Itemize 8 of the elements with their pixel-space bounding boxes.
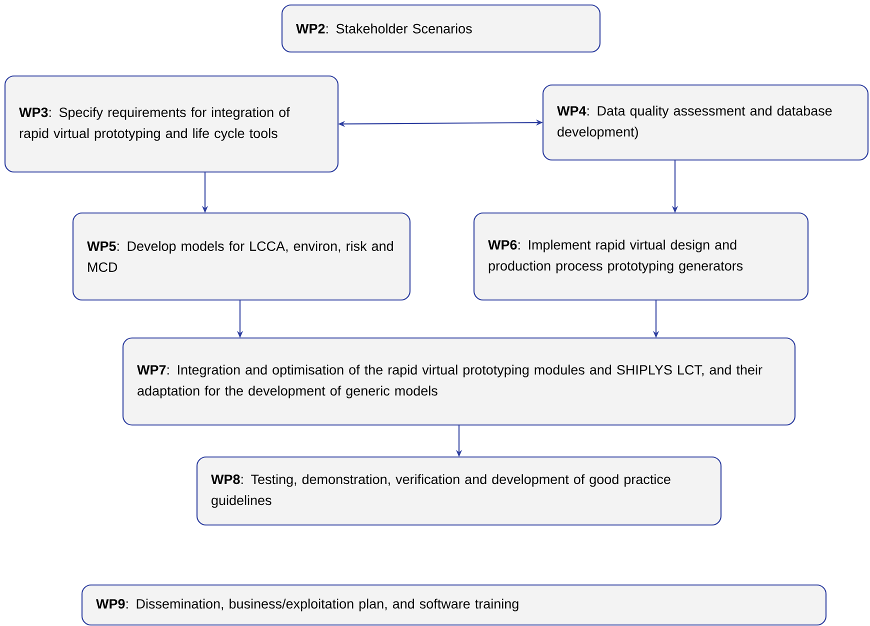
work-package-box: WP5: Develop models for LCCA, environ, risk and MCD xyxy=(72,212,411,301)
work-package-box: WP9: Dissemination, business/exploitation plan, and software training xyxy=(81,584,827,626)
work-package-box: WP6: Implement rapid virtual design and production process prototyping generators xyxy=(473,212,809,301)
work-package-box: WP4: Data quality assessment and database development) xyxy=(542,84,869,161)
work-package-box: WP3: Specify requirements for integration of rapid virtual prototyping and life cycle tools xyxy=(4,75,339,173)
work-package-box: WP7: Integration and optimisation of the rapid virtual prototyping modules and SHIPLYS LCT, and their adaptation for the development of generic models xyxy=(122,337,796,426)
work-package-box: WP8: Testing, demonstration, verification and development of good practice guidelines xyxy=(196,456,722,526)
work-package-box: WP2: Stakeholder Scenarios xyxy=(281,4,601,53)
